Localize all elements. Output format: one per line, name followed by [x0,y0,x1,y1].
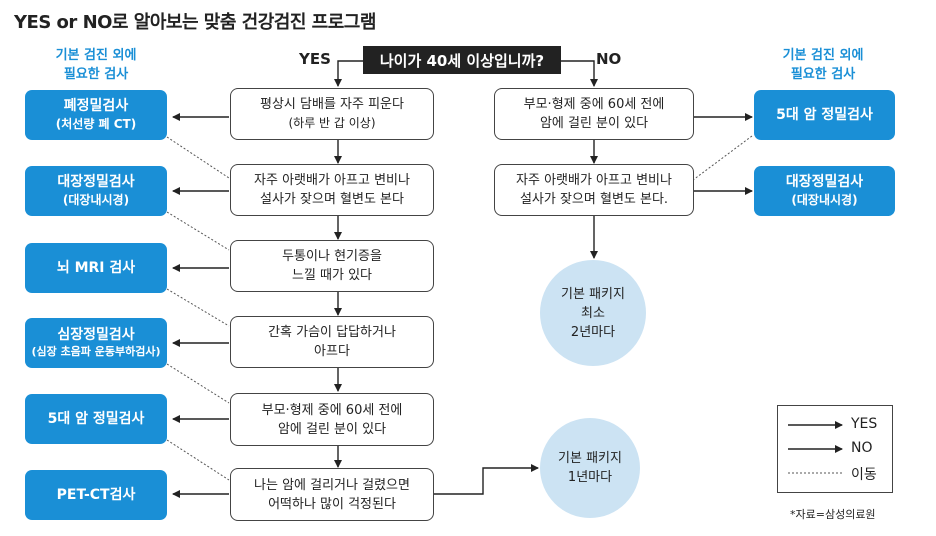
package-2yr-circle: 기본 패키지 최소 2년마다 [540,260,646,366]
test-heart-detail: (심장 초음파 운동부하검사) [31,345,161,358]
no-question-family-cancer: 부모·형제 중에 60세 전에 암에 걸린 분이 있다 [494,88,694,140]
no-branch-label: NO [596,50,622,68]
yes-q6-line1: 나는 암에 걸리거나 걸렸으면 [254,477,410,493]
legend-no-label: NO [851,440,873,456]
yes-question-chest: 간혹 가슴이 답답하거나 아프다 [230,316,434,368]
arrow-to-package-1yr [433,464,539,495]
no-q2-line1: 자주 아랫배가 아프고 변비나 [516,173,672,188]
right-header: 기본 검진 외에 필요한 검사 [754,46,892,84]
package-1yr-line2: 1년마다 [567,470,613,485]
test-box-brain-mri: 뇌 MRI 검사 [25,243,167,293]
test-brain-mri-title: 뇌 MRI 검사 [56,260,136,276]
move-line-5 [166,439,230,481]
right-test-colon: 대장정밀검사 (대장내시경) [754,166,895,216]
yes-q5-line2: 암에 걸린 분이 있다 [277,421,387,437]
right-test-five-cancer: 5대 암 정밀검사 [754,90,895,140]
no-q1-line1: 부모·형제 중에 60세 전에 [523,97,665,112]
legend-yes-label: YES [851,416,878,432]
legend-move-label: 이동 [851,467,877,483]
test-lung-title: 폐정밀검사 [63,98,129,114]
move-line-1 [166,136,230,179]
yes-branch-line [334,60,363,87]
test-pet-ct-title: PET-CT검사 [56,487,136,503]
yes-q4-line2: 아프다 [314,344,350,359]
no-q1-line2: 암에 걸린 분이 있다 [539,116,649,131]
left-header: 기본 검진 외에 필요한 검사 [28,46,164,84]
test-box-colon: 대장정밀검사 (대장내시경) [25,166,167,216]
right-header-line1: 기본 검진 외에 [782,48,864,63]
yes-q2-line1: 자주 아랫배가 아프고 변비나 [254,173,410,188]
test-five-cancer-title: 5대 암 정밀검사 [47,411,145,427]
package-2yr-line3: 2년마다 [570,324,616,340]
test-colon-title: 대장정밀검사 [57,174,135,190]
test-box-pet-ct: PET-CT검사 [25,470,167,520]
yes-q4-line1: 간혹 가슴이 답답하거나 [268,325,396,340]
test-heart-title: 심장정밀검사 [57,327,135,343]
yes-question-headache: 두통이나 현기증을 느낄 때가 있다 [230,240,434,292]
left-header-line2: 필요한 검사 [63,67,129,82]
test-box-heart: 심장정밀검사 (심장 초음파 운동부하검사) [25,318,167,368]
no-branch-line [561,60,598,87]
yes-q5-line1: 부모·형제 중에 60세 전에 [261,402,403,418]
right-test-colon-title: 대장정밀검사 [785,174,864,190]
package-1yr-line1: 기본 패키지 [558,451,622,466]
no-q2-line2: 설사가 잦으며 혈변도 본다. [519,192,669,207]
yes-question-family-cancer: 부모·형제 중에 60세 전에 암에 걸린 분이 있다 [230,393,434,446]
move-line-right-1 [692,135,753,181]
move-line-3 [166,288,230,327]
yes-branch-label: YES [299,50,331,68]
right-test-colon-detail: (대장내시경) [791,193,858,207]
yes-q1-line2: (하루 반 갑 이상) [288,116,376,130]
no-question-bowel: 자주 아랫배가 아프고 변비나 설사가 잦으며 혈변도 본다. [494,164,694,216]
package-2yr-line2: 최소 [581,305,605,321]
yes-q1-line1: 평상시 담배를 자주 피운다 [260,97,404,112]
yes-question-cancer-worry: 나는 암에 걸리거나 걸렸으면 어떡하나 많이 걱정된다 [230,468,434,521]
test-box-lung: 폐정밀검사 (처선량 폐 CT) [25,90,167,140]
root-question: 나이가 40세 이상입니까? [363,46,561,74]
source-note: *자료=삼성의료원 [790,508,876,521]
right-test-five-cancer-title: 5대 암 정밀검사 [776,107,873,123]
yes-question-smoking: 평상시 담배를 자주 피운다 (하루 반 갑 이상) [230,88,434,140]
page-title: YES or NO로 알아보는 맞춤 건강검진 프로그램 [14,12,376,33]
right-header-line2: 필요한 검사 [790,67,856,82]
move-line-2 [166,211,230,251]
yes-q3-line1: 두통이나 현기증을 [282,249,382,264]
test-box-five-cancer: 5대 암 정밀검사 [25,394,167,444]
left-header-line1: 기본 검진 외에 [55,48,137,63]
test-lung-detail: (처선량 폐 CT) [55,117,137,131]
yes-q2-line2: 설사가 잦으며 혈변도 본다 [260,192,404,207]
move-line-4 [166,363,230,404]
package-2yr-line1: 기본 패키지 [561,286,625,302]
yes-question-bowel: 자주 아랫배가 아프고 변비나 설사가 잦으며 혈변도 본다 [230,164,434,216]
yes-q6-line2: 어떡하나 많이 걱정된다 [268,496,396,512]
legend-box [777,405,893,493]
package-1yr-circle: 기본 패키지 1년마다 [540,418,640,518]
yes-q3-line2: 느낄 때가 있다 [291,268,373,283]
test-colon-detail: (대장내시경) [62,193,130,207]
